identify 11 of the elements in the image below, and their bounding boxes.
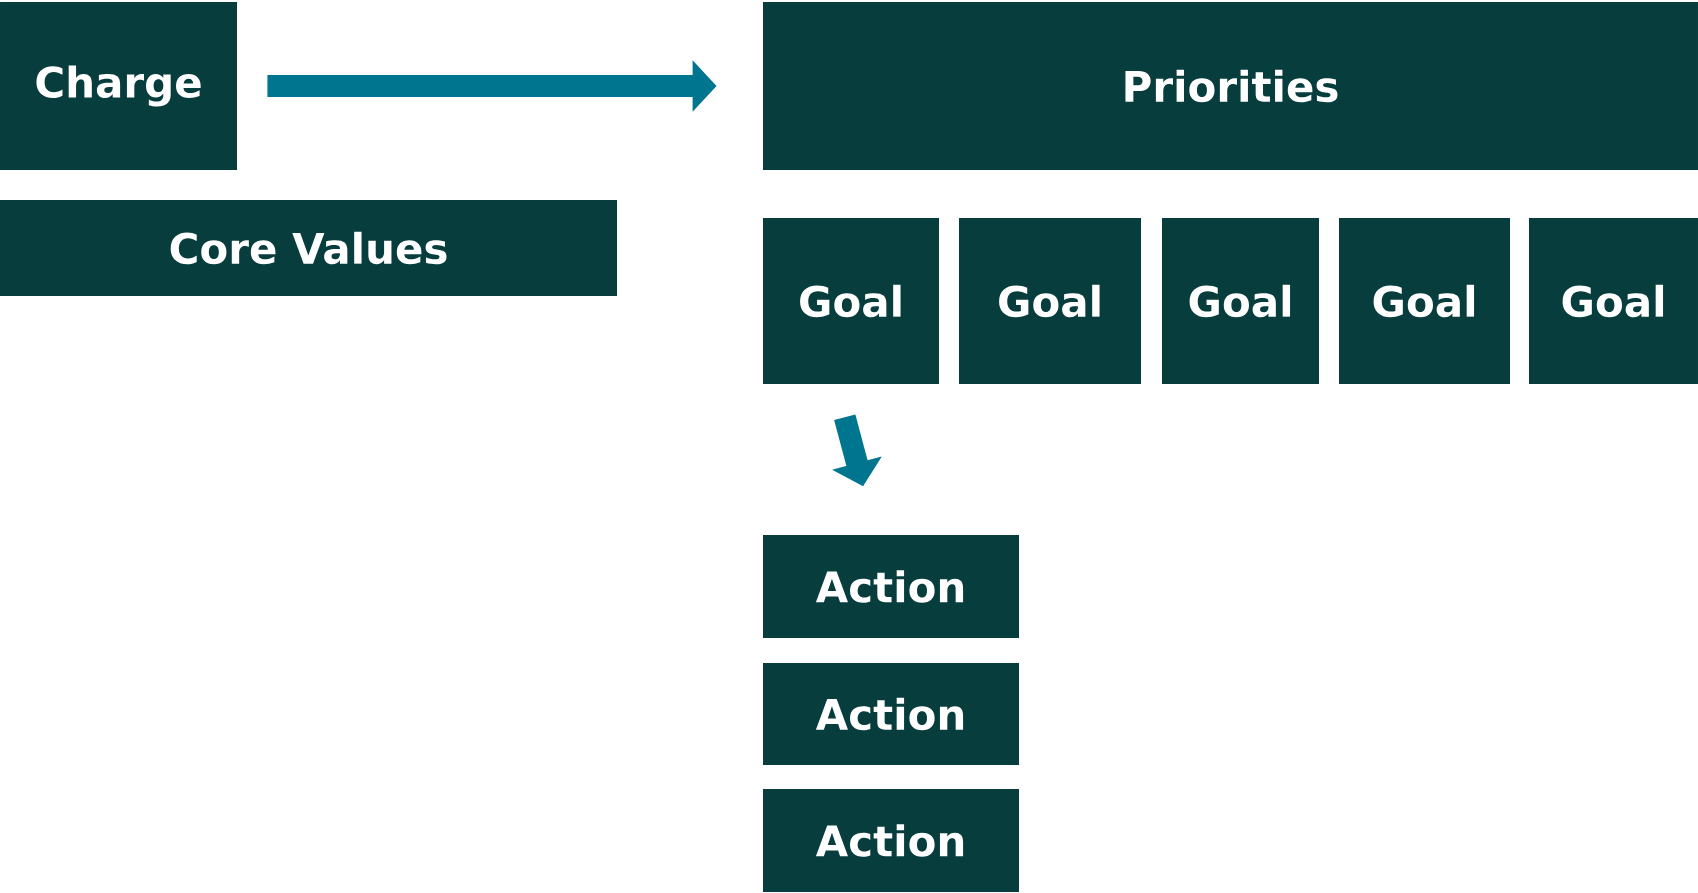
values-box: Core Values [0, 200, 617, 296]
goal-box: Goal [763, 218, 939, 384]
goal-box: Goal [1529, 218, 1698, 384]
charge-box: Charge [0, 2, 237, 170]
goal-box: Goal [1339, 218, 1510, 384]
action-box: Action [763, 789, 1019, 892]
priorities-box: Priorities [763, 2, 1698, 170]
goal-box: Goal [1162, 218, 1319, 384]
goal-box: Goal [959, 218, 1141, 384]
action-box: Action [763, 663, 1019, 765]
action-box: Action [763, 535, 1019, 638]
